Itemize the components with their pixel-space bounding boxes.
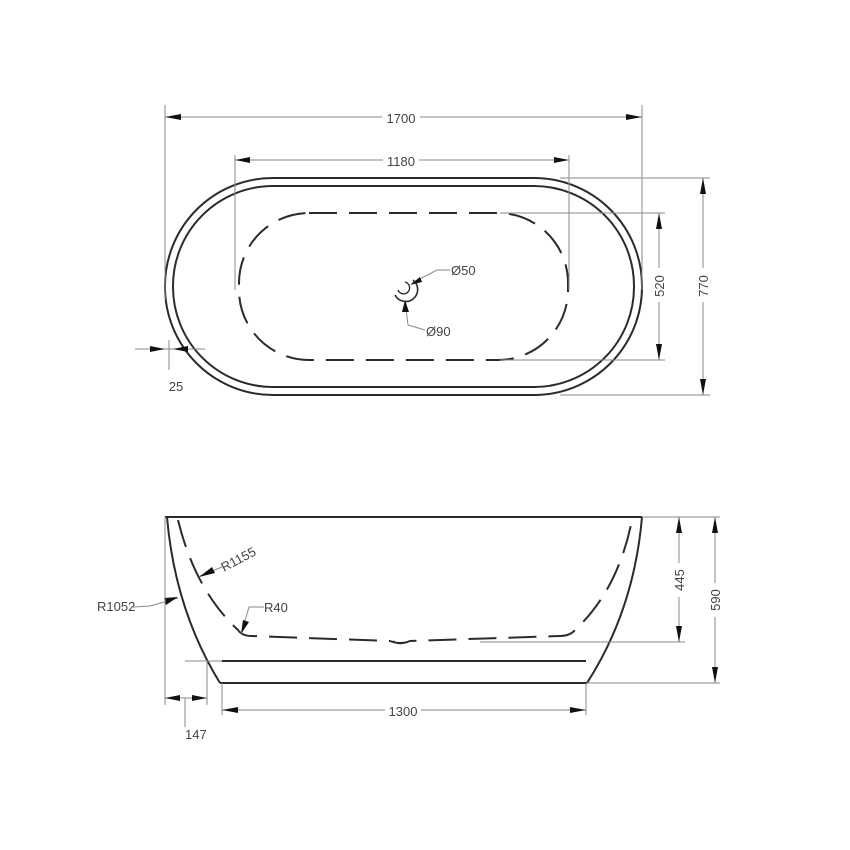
side-outer-left-curve: [166, 516, 221, 684]
dim-outer-radius: R1052: [97, 599, 135, 614]
dim-inner-length: 1180: [387, 154, 415, 169]
dim-overall-width: 770: [696, 275, 711, 297]
drain-outer-leader: [404, 299, 426, 331]
dim-base-length: 1300: [389, 704, 418, 719]
dim-drain-inner: Ø50: [451, 263, 476, 278]
dim-bottom-radius: R40: [264, 600, 288, 615]
basin-dashed-outline: [238, 212, 569, 361]
dim-side-offset: 147: [185, 727, 207, 742]
dim-drain-outer: Ø90: [426, 324, 451, 339]
inner-rim-outline: [172, 185, 635, 388]
dim-overall-height: 590: [708, 589, 723, 611]
dim-rim-thickness: 25: [169, 379, 183, 394]
dim-inner-radius: R1155: [218, 544, 258, 575]
top-view: 1700 1180 520 770 25 Ø50 Ø90: [135, 105, 711, 396]
dim-overall-length: 1700: [387, 111, 416, 126]
outer-rim-outline: [164, 177, 643, 396]
side-outer-right-curve: [586, 516, 643, 684]
dim-inner-depth: 445: [672, 569, 687, 591]
side-view: R1155 R1052 R40 445 590 1300: [97, 516, 723, 742]
drain-icon: [394, 279, 419, 303]
dim-inner-width: 520: [652, 275, 667, 297]
